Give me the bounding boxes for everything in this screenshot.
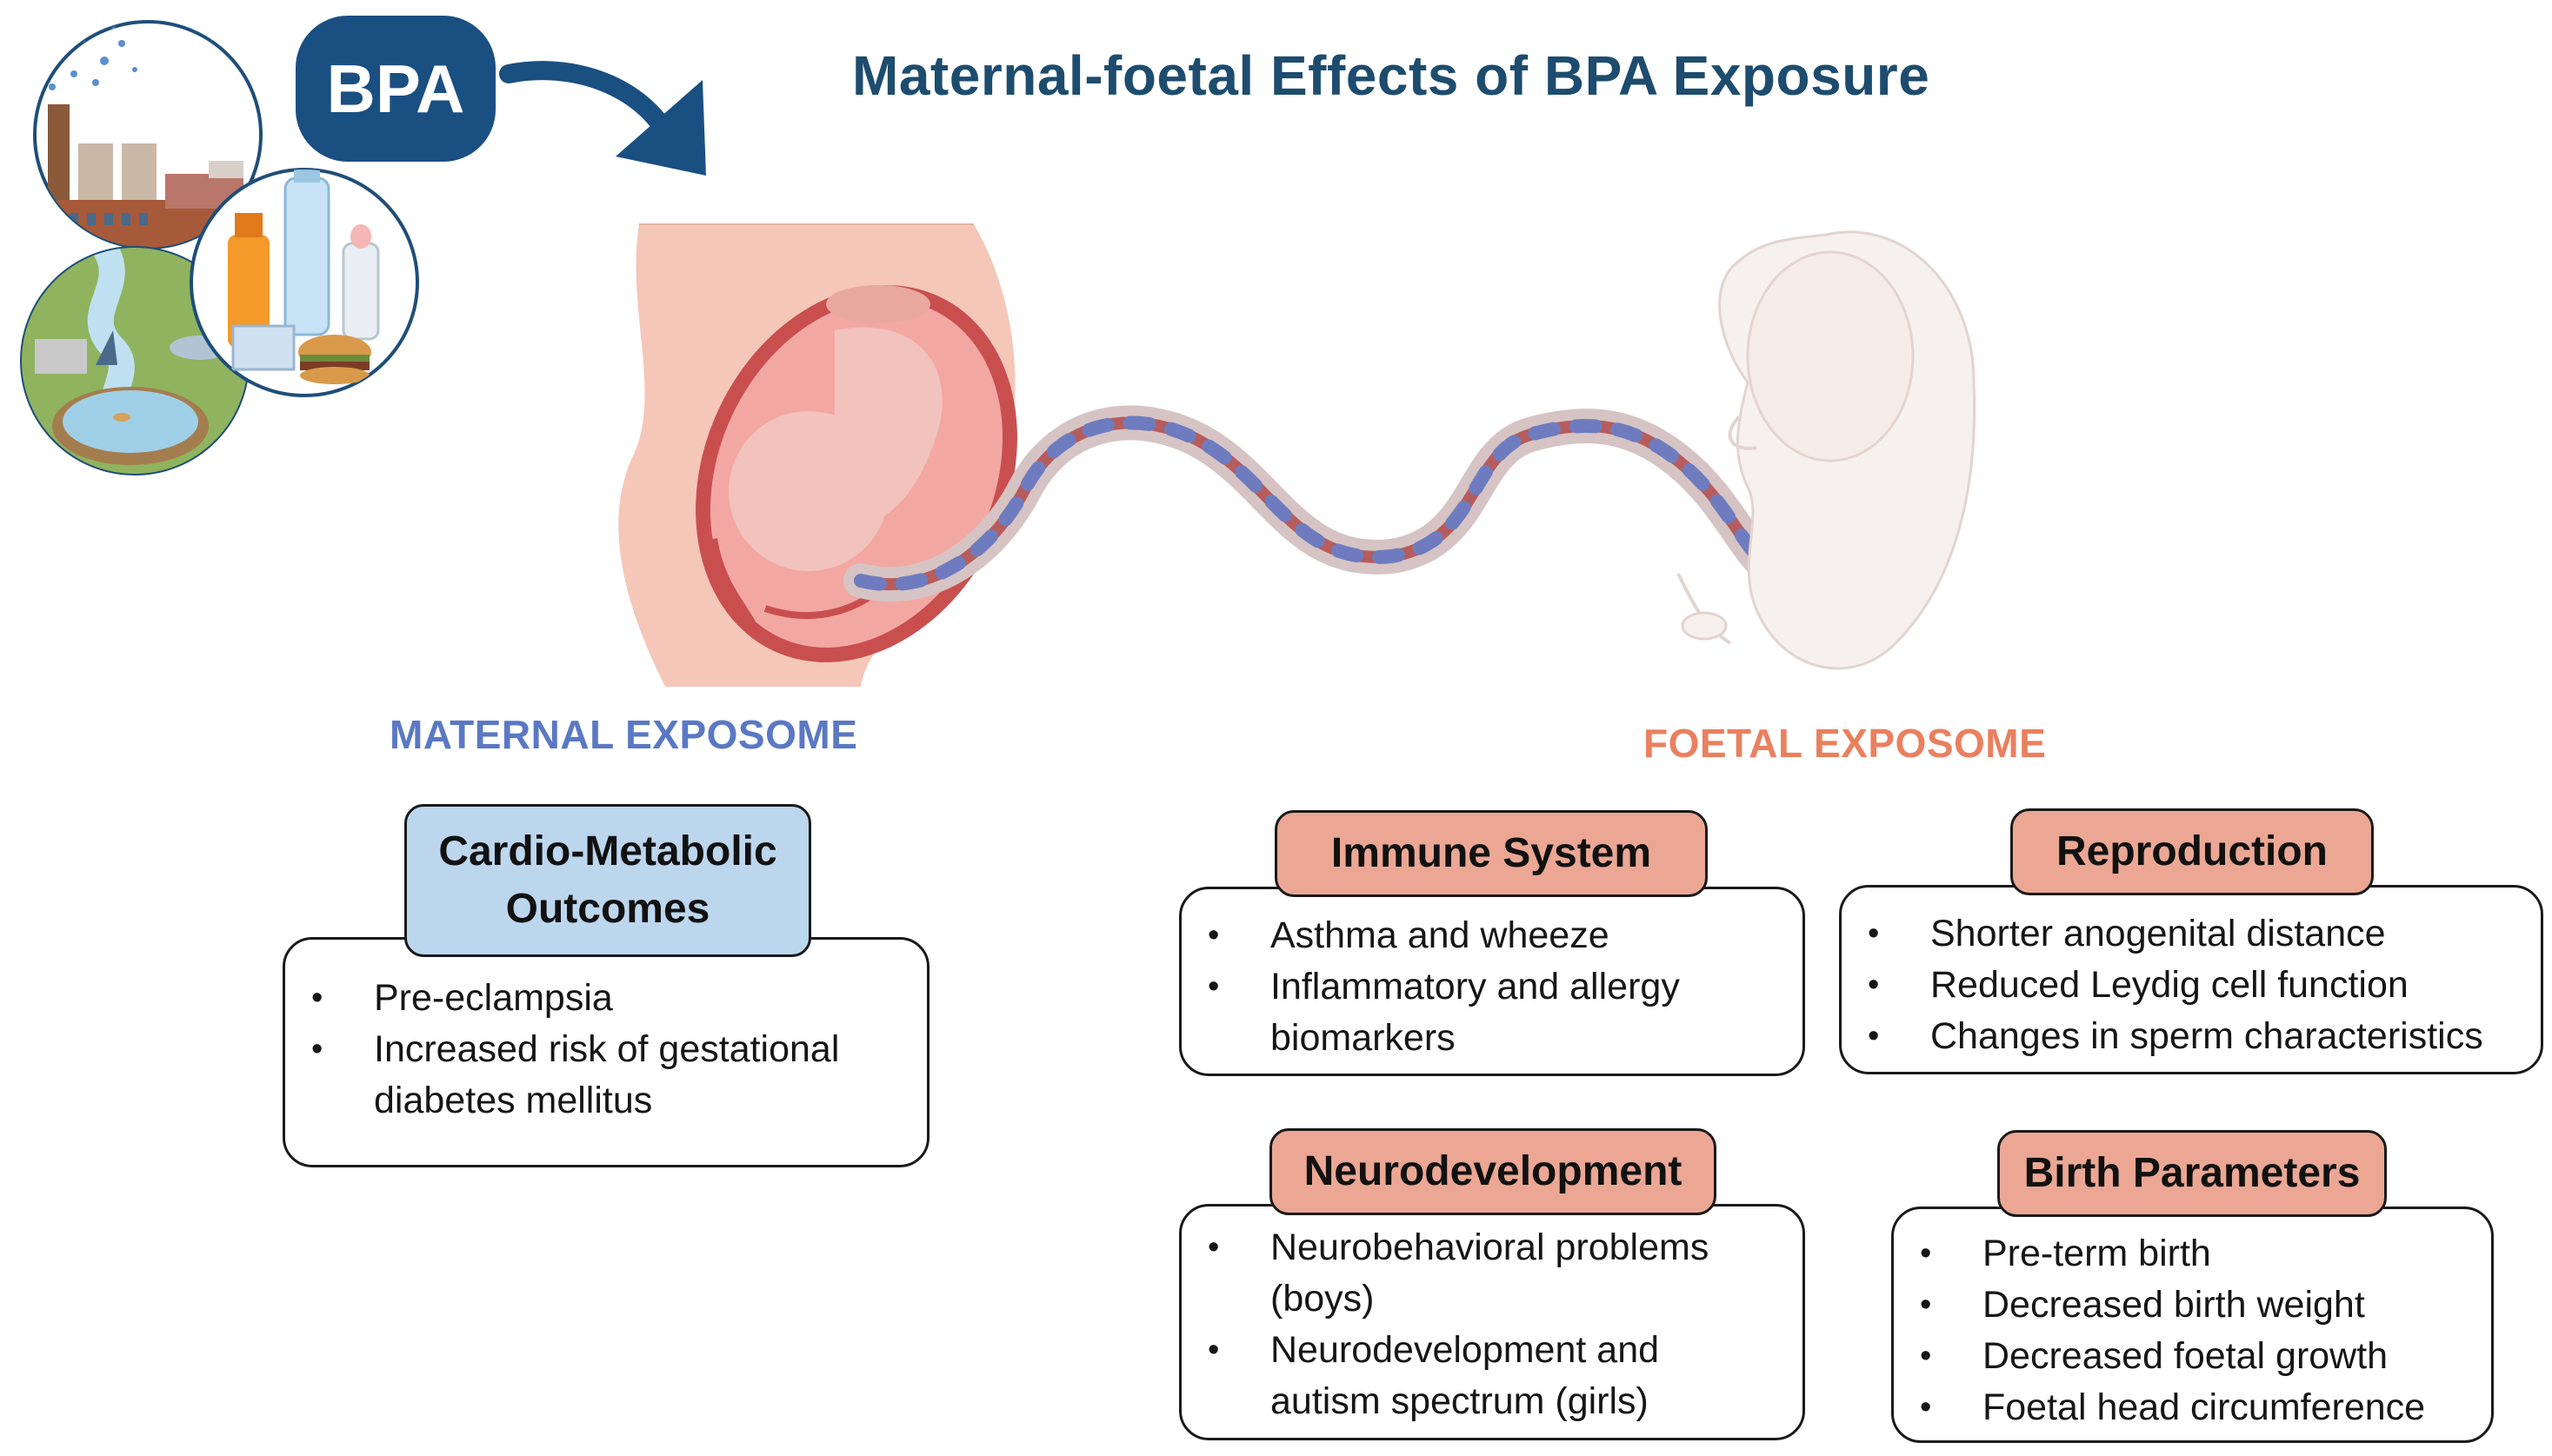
cardio-metabolic-header: Cardio-Metabolic Outcomes	[404, 804, 811, 957]
pregnant-woman-icon	[618, 223, 1017, 687]
box-header-text: Reproduction	[2056, 828, 2328, 874]
list-item: Neurobehavioral problems (boys)	[1182, 1222, 1802, 1325]
neurodevelopment-box: Neurobehavioral problems (boys) Neurodev…	[1179, 1204, 1805, 1440]
list-item: Neurodevelopment and autism spectrum (gi…	[1182, 1325, 1802, 1427]
list-item: Increased risk of gestational diabetes m…	[285, 1024, 927, 1127]
foetus-icon	[1676, 230, 1976, 670]
reproduction-header: Reproduction	[2010, 808, 2374, 895]
page-title: Maternal-foetal Effects of BPA Exposure	[852, 44, 1930, 107]
bpa-badge: BPA	[296, 16, 496, 162]
list-item: Pre-term birth	[1894, 1228, 2491, 1280]
birth-parameters-header: Birth Parameters	[1997, 1130, 2387, 1217]
cardio-metabolic-list: Pre-eclampsia Increased risk of gestatio…	[285, 973, 927, 1127]
list-item: Inflammatory and allergy biomarkers	[1182, 961, 1802, 1064]
list-item: Decreased foetal growth	[1894, 1331, 2491, 1382]
list-item: Changes in sperm characteristics	[1842, 1011, 2541, 1062]
neurodevelopment-header: Neurodevelopment	[1269, 1128, 1716, 1215]
list-item: Foetal head circumference	[1894, 1382, 2491, 1433]
list-item: Shorter anogenital distance	[1842, 908, 2541, 960]
immune-system-list: Asthma and wheeze Inflammatory and aller…	[1182, 910, 1802, 1064]
birth-parameters-list: Pre-term birth Decreased birth weight De…	[1894, 1228, 2491, 1433]
reproduction-box: Shorter anogenital distance Reduced Leyd…	[1839, 885, 2543, 1074]
cardio-metabolic-box: Pre-eclampsia Increased risk of gestatio…	[283, 937, 930, 1167]
list-item: Decreased birth weight	[1894, 1280, 2491, 1331]
immune-system-box: Asthma and wheeze Inflammatory and aller…	[1179, 887, 1805, 1076]
box-header-text: Birth Parameters	[2023, 1150, 2361, 1196]
immune-system-header: Immune System	[1275, 810, 1708, 897]
box-header-text: Immune System	[1330, 830, 1652, 876]
list-item: Pre-eclampsia	[285, 973, 927, 1024]
list-item: Asthma and wheeze	[1182, 910, 1802, 961]
neurodevelopment-list: Neurobehavioral problems (boys) Neurodev…	[1182, 1222, 1802, 1427]
birth-parameters-box: Pre-term birth Decreased birth weight De…	[1891, 1207, 2494, 1443]
list-item: Reduced Leydig cell function	[1842, 960, 2541, 1011]
bpa-badge-label: BPA	[326, 50, 465, 127]
umbilical-cord-icon	[843, 405, 1782, 602]
foetal-exposome-label: FOETAL EXPOSOME	[1643, 721, 2047, 766]
arrow-icon	[499, 61, 706, 176]
beverages-food-icon	[190, 168, 419, 397]
reproduction-list: Shorter anogenital distance Reduced Leyd…	[1842, 908, 2541, 1062]
maternal-exposome-label: MATERNAL EXPOSOME	[390, 712, 858, 757]
box-header-text: Neurodevelopment	[1303, 1148, 1682, 1194]
box-header-text: Cardio-Metabolic Outcomes	[438, 828, 777, 932]
